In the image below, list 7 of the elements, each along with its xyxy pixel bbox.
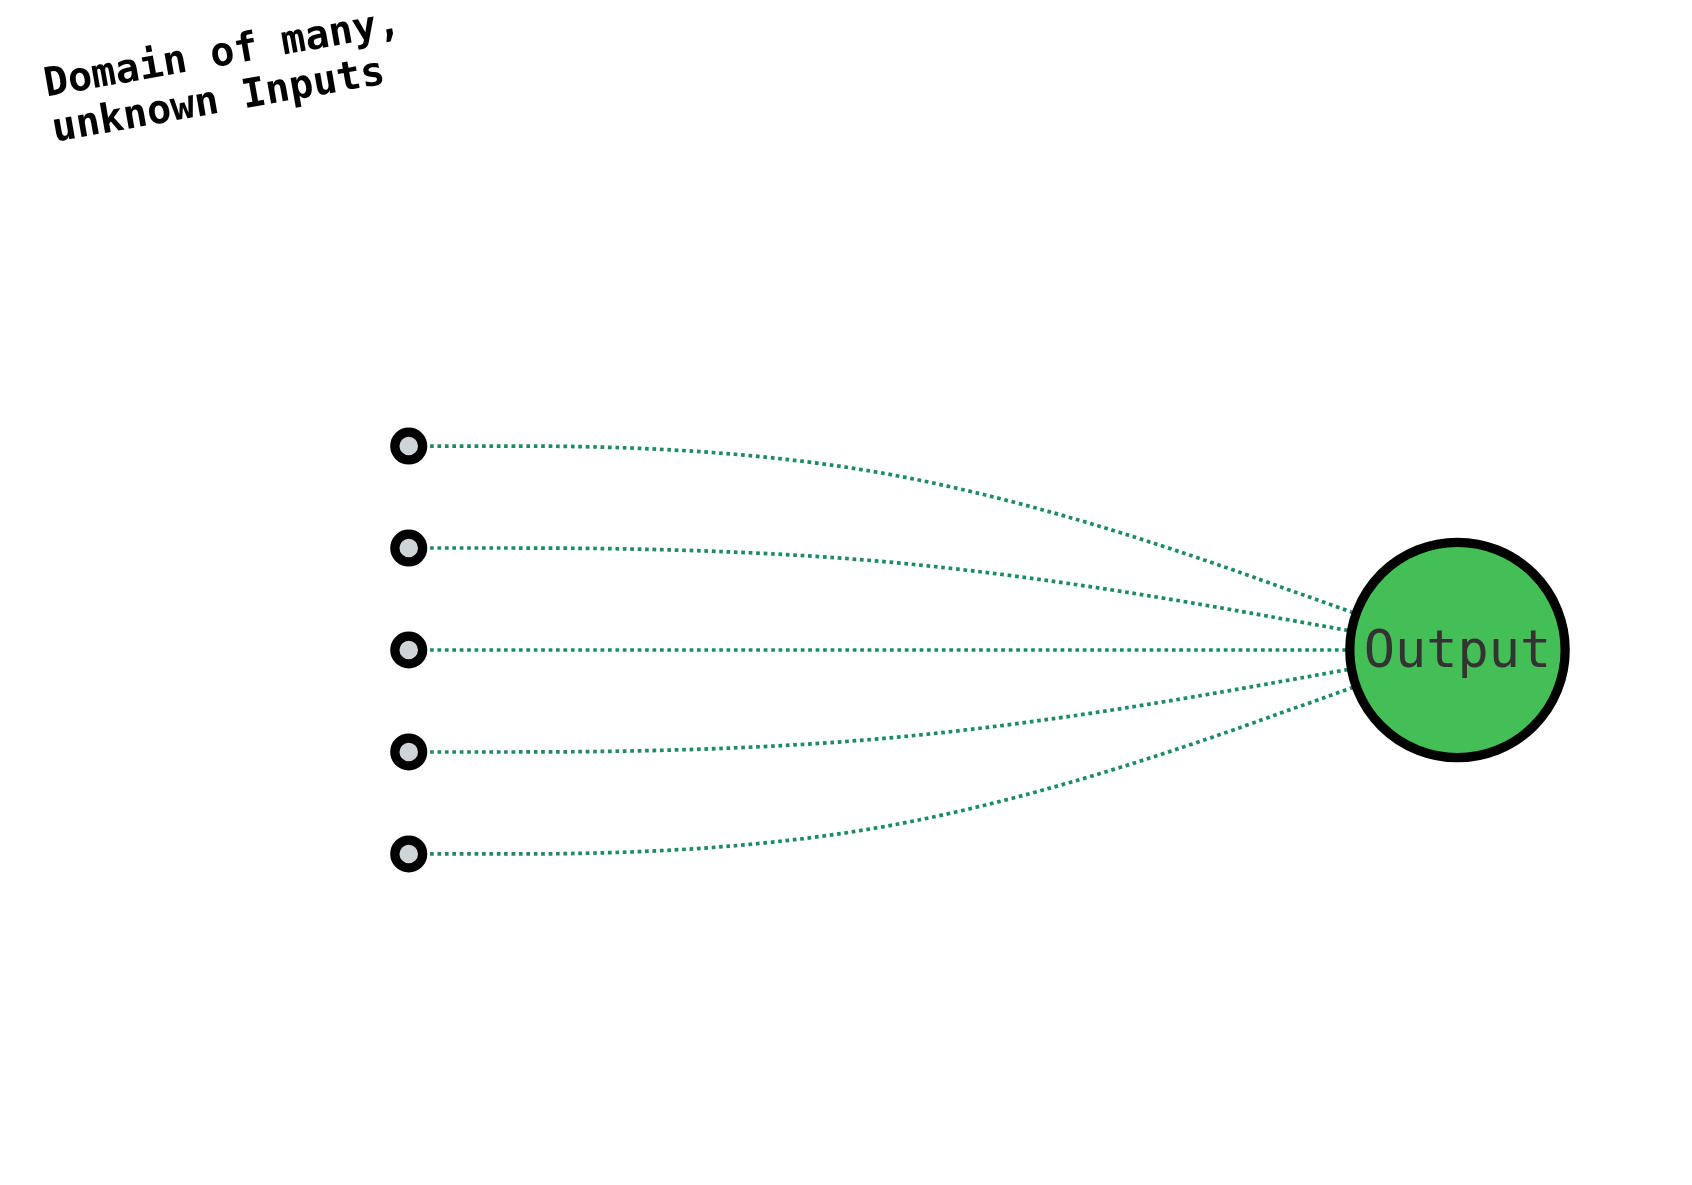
node-circle [390, 529, 428, 567]
node-circle [390, 631, 428, 669]
node-circle: Output [1345, 537, 1570, 763]
column-heading: Domain of many, unknown Inputs [40, 0, 405, 151]
node-circle [390, 835, 428, 873]
node-circle [390, 427, 428, 465]
node-circle [390, 733, 428, 771]
